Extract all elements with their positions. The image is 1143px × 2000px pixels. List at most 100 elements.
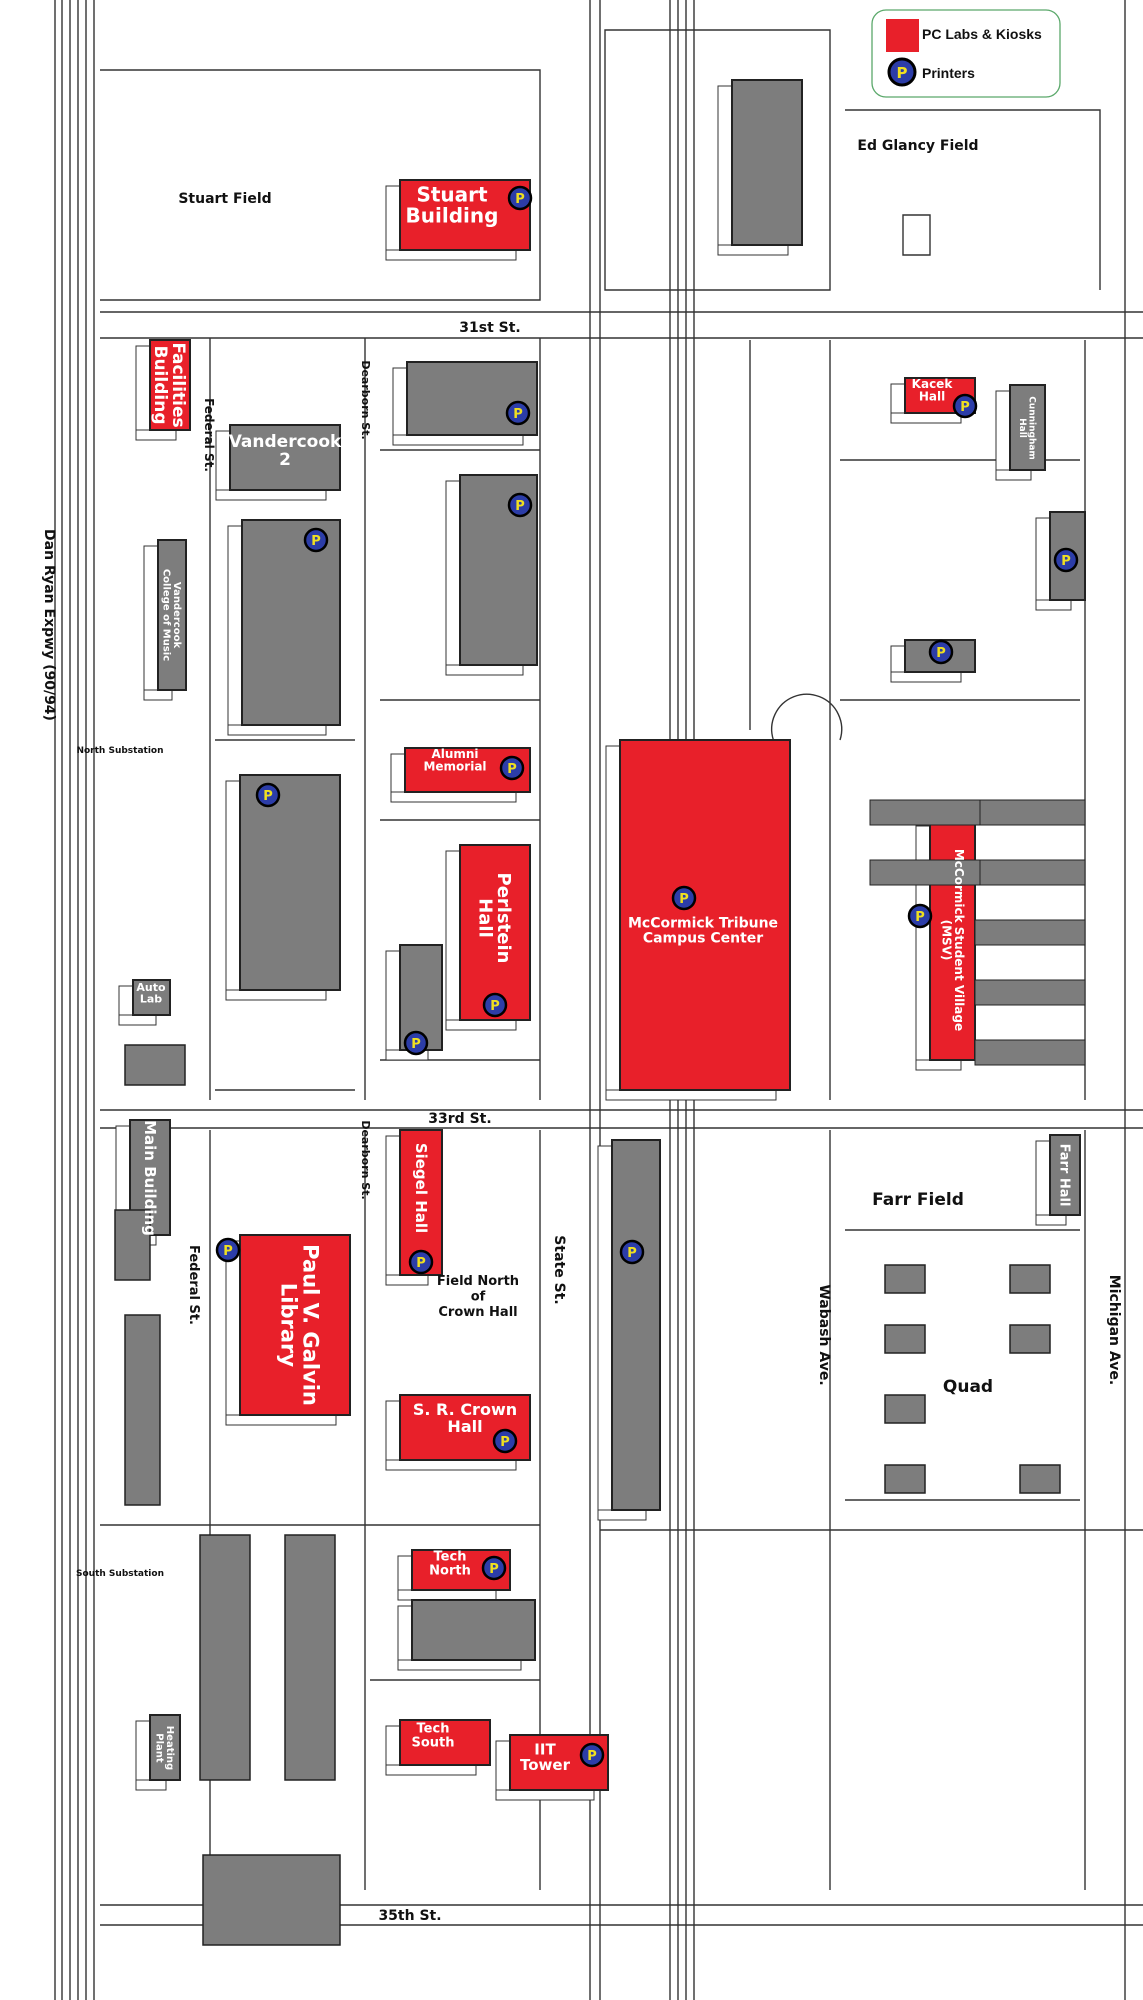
legend-printers: Printers [922, 65, 975, 81]
building [284, 1534, 336, 1781]
building [124, 1314, 161, 1506]
printer-icon[interactable]: P [499, 755, 525, 781]
building-label: PerlsteinHall [474, 873, 514, 964]
svg-text:P: P [500, 1435, 510, 1450]
legend-pc-labs: PC Labs & Kiosks [922, 26, 1042, 42]
building-label: VandercookCollege of Music [160, 569, 182, 661]
printer-icon[interactable]: P [619, 1239, 645, 1265]
printer-icon[interactable]: P [907, 903, 933, 929]
printer-icon[interactable]: P [579, 1742, 605, 1768]
printer-icon[interactable]: P [215, 1237, 241, 1263]
svg-text:P: P [627, 1246, 637, 1261]
printer-icon[interactable]: P [952, 393, 978, 419]
printer-icon: P [887, 57, 917, 87]
printer-icon[interactable]: P [403, 1030, 429, 1056]
svg-text:P: P [1061, 554, 1071, 569]
printer-icon[interactable]: P [1053, 547, 1079, 573]
label-expressway: Dan Ryan Expwy (90/94) [41, 529, 57, 721]
svg-text:P: P [515, 499, 525, 514]
label-dearborn1: Dearborn St. [359, 360, 372, 439]
printer-icon[interactable]: P [507, 492, 533, 518]
building [884, 1264, 926, 1294]
buildings [114, 79, 1086, 1946]
msv-wing [974, 979, 1086, 1006]
building-stuart-building[interactable] [385, 179, 531, 261]
msv-wing [869, 799, 981, 826]
msv-wing [974, 1039, 1086, 1066]
building [884, 1324, 926, 1354]
building-label: McCormick Student Village(MSV) [940, 849, 967, 1031]
printer-icon[interactable]: P [408, 1249, 434, 1275]
building-building-9[interactable] [225, 774, 341, 1001]
building-label: HeatingPlant [153, 1726, 175, 1770]
printer-icon[interactable]: P [507, 185, 533, 211]
printer-icon[interactable]: P [482, 992, 508, 1018]
msv-wing [974, 859, 1086, 886]
label-stuart-field: Stuart Field [178, 191, 271, 207]
label-federal1: Federal St. [202, 398, 216, 472]
building-tech-south[interactable] [385, 1719, 491, 1776]
building-siegel-hall[interactable] [385, 1129, 443, 1286]
building-facilities-building[interactable] [135, 339, 191, 441]
building-paul-v-galvin-library[interactable] [225, 1234, 351, 1426]
building [124, 1044, 186, 1086]
building [884, 1394, 926, 1424]
svg-text:P: P [897, 64, 908, 82]
building [1009, 1324, 1051, 1354]
building-mccormick-tribune-campus-center[interactable] [605, 739, 791, 1101]
building-heating-plant[interactable] [135, 1714, 181, 1791]
label-michigan: Michigan Ave. [1106, 1275, 1122, 1385]
svg-text:P: P [416, 1256, 426, 1271]
msv-wing [974, 919, 1086, 946]
building-building-4[interactable] [227, 519, 341, 736]
svg-text:P: P [936, 646, 946, 661]
printer-icon[interactable]: P [505, 400, 531, 426]
building-perlstein-hall[interactable] [445, 844, 531, 1031]
building-label: Farr Hall [1056, 1144, 1071, 1207]
building-farr-hall[interactable] [1035, 1134, 1081, 1226]
svg-text:P: P [513, 407, 523, 422]
printer-icon[interactable]: P [928, 639, 954, 665]
svg-text:P: P [915, 910, 925, 925]
label-s35: 35th St. [378, 1908, 441, 1924]
printer-icon[interactable]: P [481, 1555, 507, 1581]
svg-text:P: P [507, 762, 517, 777]
label-state: State St. [551, 1235, 567, 1304]
building-building-11[interactable] [385, 944, 443, 1061]
svg-text:P: P [587, 1749, 597, 1764]
svg-text:P: P [515, 192, 525, 207]
label-ed-glancy: Ed Glancy Field [857, 138, 978, 154]
svg-text:P: P [223, 1244, 233, 1259]
building-s-r-crown-hall[interactable] [385, 1394, 531, 1471]
label-s33: 33rd St. [428, 1111, 491, 1127]
building-label: Paul V. GalvinLibrary [277, 1244, 323, 1406]
building-auto-lab[interactable] [118, 979, 171, 1026]
printer-icon[interactable]: P [671, 885, 697, 911]
building-building-24[interactable] [397, 1599, 536, 1671]
label-federal2: Federal St. [186, 1245, 201, 1325]
building-cunningham-hall[interactable] [995, 384, 1046, 481]
svg-text:P: P [489, 1562, 499, 1577]
building-building-1[interactable] [717, 79, 803, 256]
building [114, 1209, 151, 1281]
building-building-27[interactable] [597, 1139, 661, 1521]
building [202, 1854, 341, 1946]
printer-icon[interactable]: P [303, 527, 329, 553]
building-label: FacilitiesBuilding [150, 342, 188, 427]
label-dearborn2: Dearborn St. [359, 1120, 372, 1199]
msv-wing [869, 859, 981, 886]
printer-icon[interactable]: P [255, 782, 281, 808]
label-quad: Quad [943, 1377, 993, 1397]
svg-text:P: P [960, 400, 970, 415]
printer-icon[interactable]: P [492, 1428, 518, 1454]
building-vandercook-2[interactable] [215, 424, 341, 501]
building-vandercook-college-of-music[interactable] [143, 539, 187, 701]
